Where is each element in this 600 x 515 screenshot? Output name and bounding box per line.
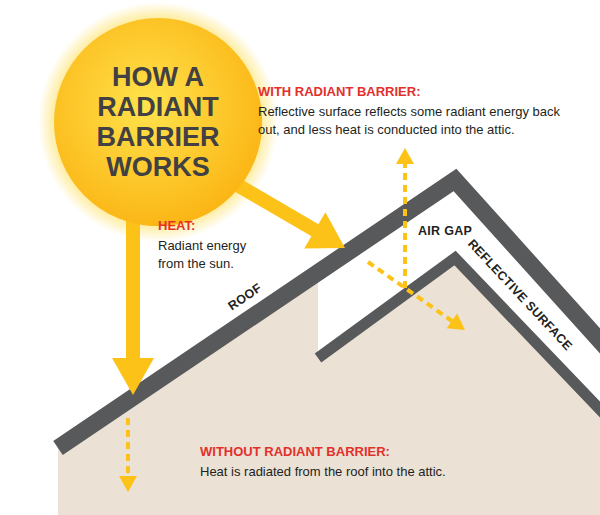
reflected-arrow-head — [396, 148, 414, 164]
sun-circle: HOW A RADIANT BARRIER WORKS — [54, 18, 262, 226]
heading-without: WITHOUT RADIANT BARRIER: — [200, 444, 390, 461]
conducted-arrow-head — [447, 313, 465, 330]
radiated-arrow-head — [119, 476, 137, 492]
attic-fill — [58, 180, 600, 515]
heading-with: WITH RADIANT BARRIER: — [258, 84, 420, 101]
heading-heat: HEAT: — [158, 218, 195, 235]
heat-arrow-head — [304, 212, 345, 248]
note-with: Reflective surface reflects some radiant… — [258, 103, 576, 139]
note-heat: Radiant energy from the sun. — [158, 237, 270, 273]
sun-disc-fill — [54, 18, 262, 226]
sun-glow — [38, 2, 278, 242]
heat-arrow-head — [112, 358, 154, 395]
sun-title: HOW A RADIANT BARRIER WORKS — [82, 62, 234, 183]
part-name: AIR GAP — [418, 224, 472, 238]
radiated-arrow — [126, 418, 130, 478]
reflected-arrow — [403, 162, 407, 288]
conducted-arrow — [368, 262, 452, 321]
note-without: Heat is radiated from the roof into the … — [200, 463, 520, 481]
